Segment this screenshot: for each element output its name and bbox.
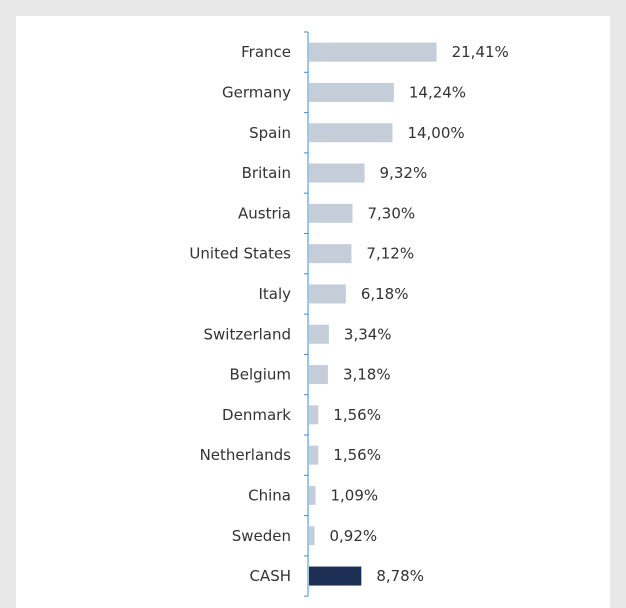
category-label: France — [241, 43, 291, 61]
bar — [309, 324, 329, 344]
chart-panel: France 21,41% Germany 14,24% Spain 14,00% Brit… — [16, 16, 610, 608]
value-label: 1,56% — [333, 406, 381, 424]
value-label: 1,56% — [333, 446, 381, 464]
value-label: 3,34% — [344, 325, 392, 343]
bar — [309, 445, 319, 465]
value-label: 8,78% — [376, 567, 424, 585]
category-label: United States — [189, 245, 291, 263]
category-label: Belgium — [230, 366, 292, 384]
bar — [309, 244, 352, 264]
bar — [309, 365, 328, 385]
country-allocation-chart: France 21,41% Germany 14,24% Spain 14,00% Brit… — [189, 31, 509, 597]
bar — [309, 123, 393, 143]
category-label: Germany — [222, 83, 291, 101]
value-label: 21,41% — [452, 43, 509, 61]
bar — [309, 526, 315, 546]
category-label: CASH — [249, 567, 291, 585]
category-label: China — [248, 486, 291, 504]
bar — [309, 42, 437, 62]
category-label: Switzerland — [204, 325, 292, 343]
category-label: Austria — [238, 204, 291, 222]
value-label: 7,30% — [368, 204, 416, 222]
value-label: 14,24% — [409, 83, 466, 101]
value-label: 1,09% — [330, 486, 378, 504]
category-label: Denmark — [222, 406, 291, 424]
category-label: Britain — [242, 164, 291, 182]
value-label: 0,92% — [329, 527, 377, 545]
category-label: Spain — [249, 124, 291, 142]
category-label: Italy — [258, 285, 291, 303]
bar — [309, 163, 365, 183]
bar — [309, 82, 394, 102]
bar — [309, 284, 346, 304]
value-label: 7,12% — [366, 245, 414, 263]
bar — [309, 566, 362, 586]
value-label: 14,00% — [407, 124, 464, 142]
category-label: Sweden — [232, 527, 291, 545]
category-label: Netherlands — [200, 446, 292, 464]
bar — [309, 405, 319, 425]
value-label: 9,32% — [380, 164, 428, 182]
value-label: 3,18% — [343, 366, 391, 384]
value-label: 6,18% — [361, 285, 409, 303]
bar — [309, 203, 353, 223]
bar — [309, 485, 316, 505]
